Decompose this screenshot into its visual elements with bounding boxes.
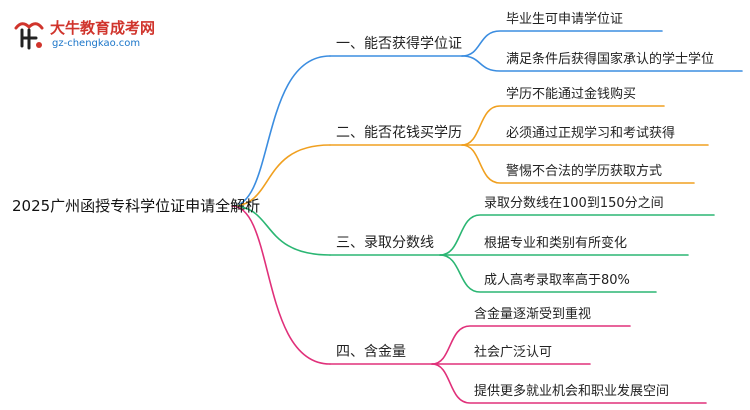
connector-root-branch-4 <box>231 205 331 365</box>
connector-leaf-1-1 <box>461 30 663 57</box>
connector-leaf-2-1 <box>461 105 665 146</box>
branch-node-2: 二、能否花钱买学历 <box>336 125 462 141</box>
leaf-node-4-2: 社会广泛认可 <box>474 345 553 360</box>
connector-root-branch-1 <box>231 55 331 207</box>
leaf-node-2-2: 必须通过正规学习和考试获得 <box>506 126 676 141</box>
leaf-node-4-1: 含金量逐渐受到重视 <box>474 307 592 322</box>
leaf-node-2-3: 警惕不合法的学历获取方式 <box>506 164 663 179</box>
connector-leaf-3-3 <box>439 254 657 293</box>
leaf-node-4-3: 提供更多就业机会和职业发展空间 <box>474 384 670 399</box>
logo-url: gz-chengkao.com <box>52 38 141 49</box>
leaf-node-2-1: 学历不能通过金钱购买 <box>506 87 637 102</box>
branch-node-4: 四、含金量 <box>336 344 406 360</box>
connector-root-branch-2 <box>231 144 331 207</box>
connector-leaf-1-2 <box>461 55 743 72</box>
bull-logo-icon <box>14 22 44 50</box>
connector-leaf-4-1 <box>431 325 631 365</box>
connector-leaf-2-3 <box>461 144 695 184</box>
root-node: 2025广州函授专科学位证申请全解析 <box>12 197 261 215</box>
connector-root-branch-3 <box>231 205 331 256</box>
branch-node-3: 三、录取分数线 <box>336 235 434 251</box>
leaf-node-1-2: 满足条件后获得国家承认的学士学位 <box>506 52 715 67</box>
leaf-node-3-2: 根据专业和类别有所变化 <box>484 236 628 251</box>
connector-leaf-3-1 <box>439 214 715 256</box>
leaf-node-3-1: 录取分数线在100到150分之间 <box>484 196 664 211</box>
site-logo[interactable]: 大牛教育成考网 gz-chengkao.com <box>12 16 162 56</box>
logo-title: 大牛教育成考网 <box>50 19 156 37</box>
branch-node-1: 一、能否获得学位证 <box>336 36 462 52</box>
leaf-node-3-3: 成人高考录取率高于80% <box>484 273 630 288</box>
leaf-node-1-1: 毕业生可申请学位证 <box>506 12 624 27</box>
connector-leaf-4-3 <box>431 363 707 404</box>
